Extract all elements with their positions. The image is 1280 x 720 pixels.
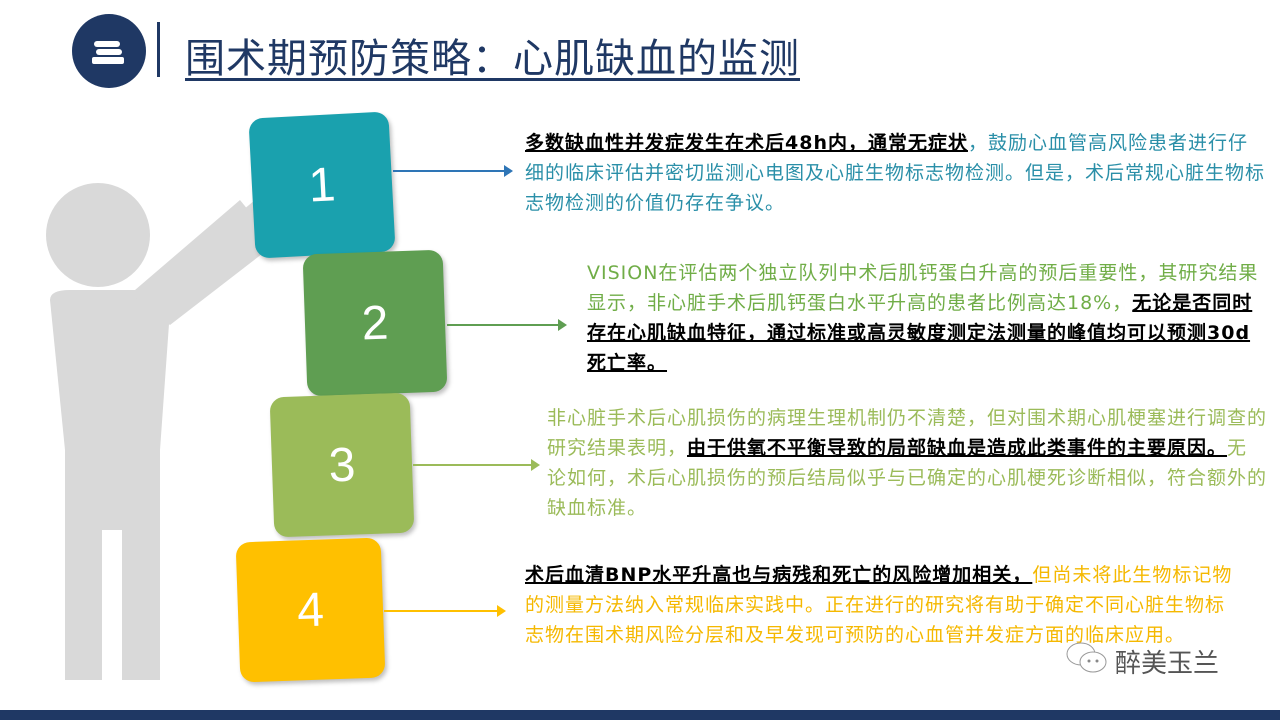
step-3-rest: 无论如何，术后心肌损伤的预后结局似乎与已确定的心肌梗死诊断相似，符合额外的缺血标… <box>547 437 1268 519</box>
step-1-text: 多数缺血性并发症发生在术后48h内，通常无症状，鼓励心血管高风险患者进行仔细的临… <box>525 128 1265 218</box>
arrow-1 <box>393 165 513 177</box>
step-1-rest: ，鼓励心血管高风险患者进行仔细的临床评估并密切监测心电图及心脏生物标志物检测。但… <box>525 132 1266 214</box>
step-2-box: 2 <box>302 249 448 397</box>
step-1-bold: 多数缺血性并发症发生在术后48h内，通常无症状 <box>525 132 968 154</box>
step-4-box: 4 <box>235 537 386 683</box>
step-3-bold: 由于供氧不平衡导致的局部缺血是造成此类事件的主要原因。 <box>687 437 1228 459</box>
wechat-icon <box>1065 640 1109 683</box>
watermark: 醉美玉兰 <box>1065 640 1219 683</box>
footer-bar <box>0 710 1280 720</box>
title-divider <box>157 22 160 77</box>
watermark-text: 醉美玉兰 <box>1115 649 1220 679</box>
step-2-bold: 无论是否同时存在心肌缺血特征，通过标准或高灵敏度测定法测量的峰值均可以预测30d… <box>587 292 1253 374</box>
step-2-text: VISION在评估两个独立队列中术后肌钙蛋白升高的预后重要性，其研究结果显示，非… <box>587 258 1267 378</box>
page-title: 围术期预防策略：心肌缺血的监测 <box>185 36 800 82</box>
person-figure <box>46 183 280 680</box>
step-2-pre: VISION在评估两个独立队列中术后肌钙蛋白升高的预后重要性，其研究结果显示，非… <box>587 262 1259 314</box>
step-1-box: 1 <box>248 111 396 259</box>
arrow-2 <box>447 319 567 331</box>
arrow-4 <box>384 605 506 617</box>
arrow-3 <box>413 459 540 471</box>
step-4-text: 术后血清BNP水平升高也与病残和死亡的风险增加相关，但尚未将此生物标记物的测量方… <box>525 560 1240 650</box>
step-4-rest: 但尚未将此生物标记物的测量方法纳入常规临床实践中。正在进行的研究将有助于确定不同… <box>525 564 1233 646</box>
step-3-box: 3 <box>269 392 415 538</box>
step-3-pre: 非心脏手术后心肌损伤的病理生理机制仍不清楚，但对围术期心肌梗塞进行调查的研究结果… <box>547 407 1268 459</box>
books-icon <box>72 14 146 88</box>
step-3-text: 非心脏手术后心肌损伤的病理生理机制仍不清楚，但对围术期心肌梗塞进行调查的研究结果… <box>547 403 1267 523</box>
step-4-bold: 术后血清BNP水平升高也与病残和死亡的风险增加相关， <box>525 564 1033 586</box>
